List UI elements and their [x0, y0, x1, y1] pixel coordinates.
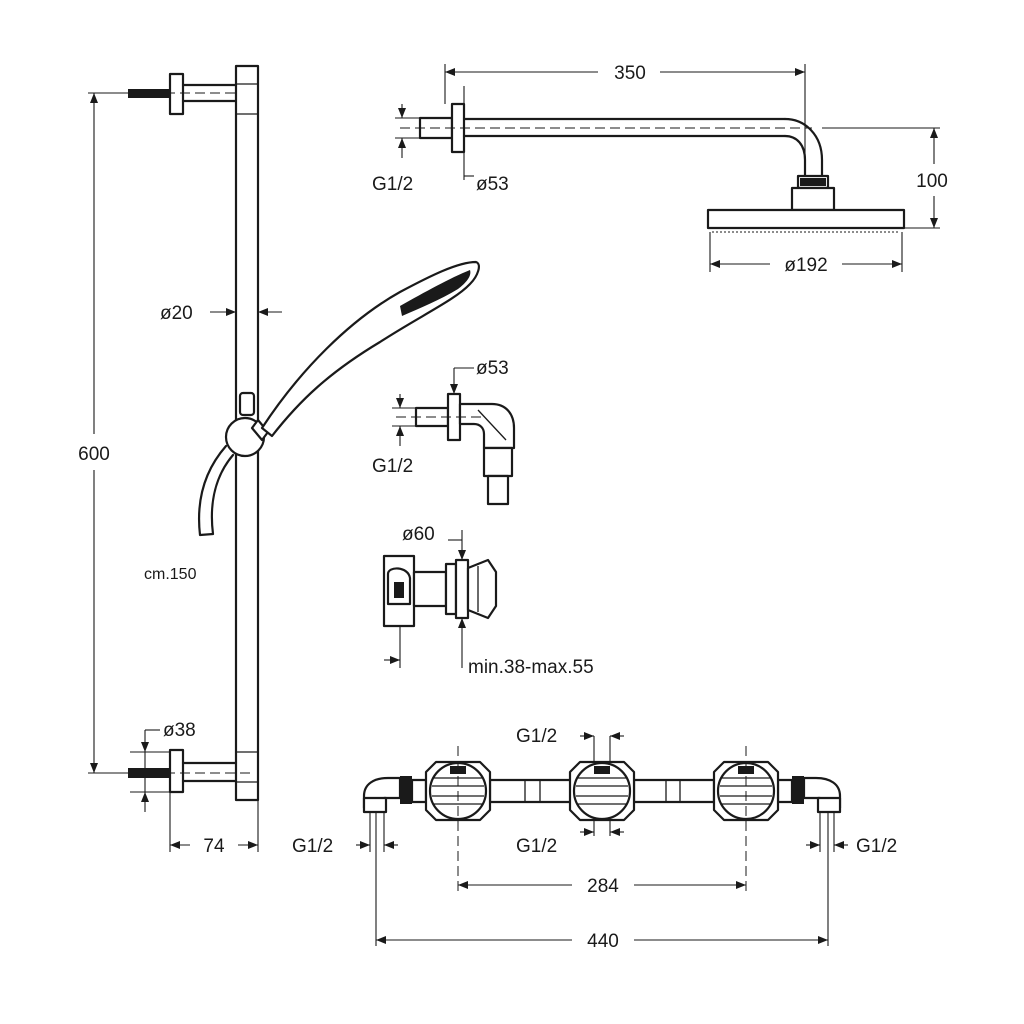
head-diameter-dimension: ø192 — [709, 232, 903, 276]
bracket-offset-label: 74 — [203, 836, 225, 857]
wall-depth-label: min.38-max.55 — [468, 657, 594, 678]
valve-thread-center-dimension: G1/2 — [516, 820, 624, 857]
valve-thread-left-dimension: G1/2 — [292, 812, 398, 857]
head-drop-dimension: 100 — [822, 127, 948, 229]
rail-diameter-label: ø20 — [160, 303, 193, 324]
valve-thread-top-label: G1/2 — [516, 726, 557, 747]
diverter-diameter-dimension: ø60 — [402, 524, 466, 560]
elbow-thread-label: G1/2 — [372, 456, 413, 477]
arm-thread-label: G1/2 — [372, 174, 413, 195]
hand-shower — [260, 260, 480, 438]
valve-spacing-dimension: 284 — [458, 876, 746, 897]
hose-length-label: cm.150 — [144, 566, 197, 583]
elbow-flange-dimension: ø53 — [450, 358, 509, 394]
elbow-thread-dimension: G1/2 — [372, 394, 416, 477]
valve-overall-dimension: 440 — [376, 931, 828, 952]
slide-rail-assembly: 600 ø20 cm.150 ø38 — [78, 64, 480, 857]
rail-height-dimension: 600 — [78, 92, 128, 774]
valve-thread-left-label: G1/2 — [292, 836, 333, 857]
arm-length-label: 350 — [614, 63, 646, 84]
valve-center — [568, 760, 636, 822]
concealed-valve-body: G1/2 G1/2 G1/2 — [292, 726, 897, 952]
rail-diameter-dimension: ø20 — [160, 303, 282, 324]
valve-thread-right-dimension: G1/2 — [806, 812, 897, 857]
rail-height-label: 600 — [78, 444, 110, 465]
shower-arm-assembly: 350 G1/2 ø53 100 — [372, 63, 948, 276]
slider-holder — [198, 391, 270, 537]
valve-thread-right-label: G1/2 — [856, 836, 897, 857]
bracket-offset-dimension: 74 — [169, 792, 259, 857]
head-drop-label: 100 — [916, 171, 948, 192]
shower-head — [706, 208, 906, 233]
arm-flange-label: ø53 — [476, 174, 509, 195]
bracket-diameter-dimension: ø38 — [130, 720, 196, 812]
diverter-valve: ø60 min.38-max.55 — [382, 524, 594, 678]
wall-depth-dimension: min.38-max.55 — [384, 618, 594, 678]
head-diameter-label: ø192 — [784, 255, 827, 276]
elbow-outlet: ø53 G1/2 — [372, 358, 516, 506]
top-wall-bracket — [120, 72, 250, 116]
valve-thread-top-dimension: G1/2 — [516, 726, 624, 762]
elbow-flange-label: ø53 — [476, 358, 509, 379]
bracket-diameter-label: ø38 — [163, 720, 196, 741]
arm-flange-dimension: ø53 — [463, 86, 509, 195]
bottom-wall-bracket — [120, 748, 250, 794]
valve-thread-center-label: G1/2 — [516, 836, 557, 857]
valve-overall-label: 440 — [587, 931, 619, 952]
arm-length-dimension: 350 — [444, 63, 806, 170]
valve-spacing-label: 284 — [587, 876, 619, 897]
diverter-diameter-label: ø60 — [402, 524, 435, 545]
arm-thread-dimension: G1/2 — [372, 104, 420, 195]
